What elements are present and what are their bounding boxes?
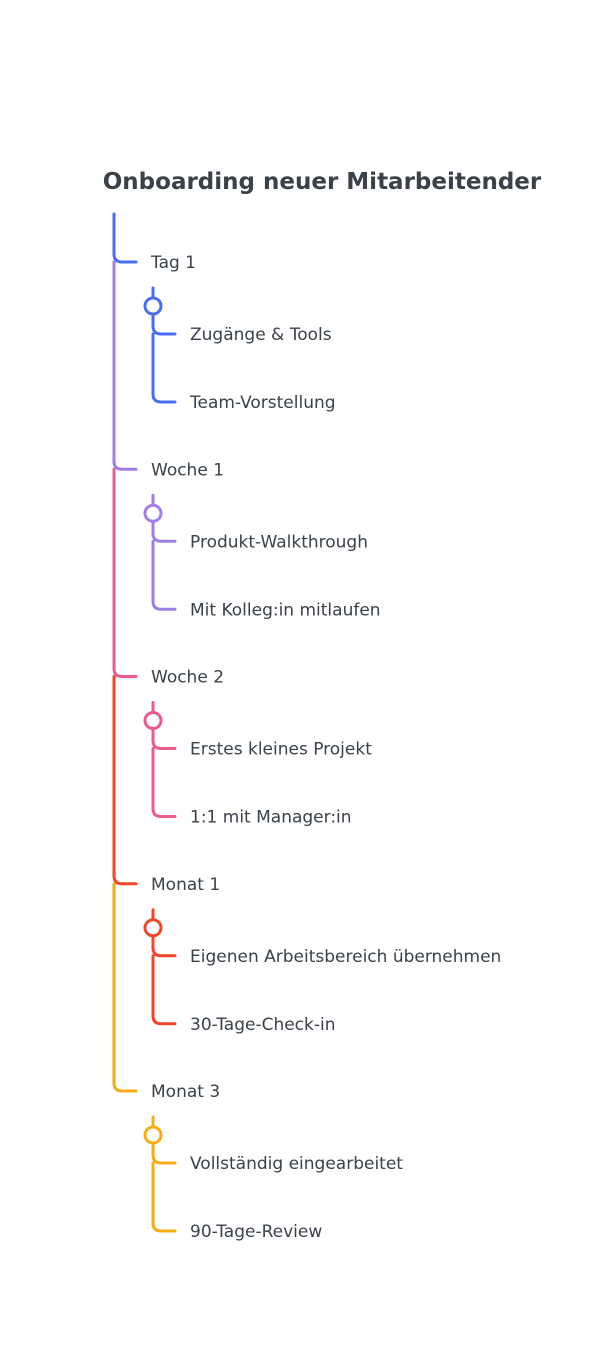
leaf-label: Team-Vorstellung	[189, 393, 336, 413]
branch-node-circle	[143, 918, 163, 938]
leaf-label: Produkt-Walkthrough	[190, 532, 368, 552]
connector-lines	[112, 212, 177, 1233]
branch-node-circle	[143, 711, 163, 730]
branch-node-circle	[143, 1125, 163, 1145]
branch-label: Woche 1	[151, 460, 224, 480]
branch-label: Monat 3	[151, 1082, 220, 1102]
leaf-label: 90-Tage-Review	[190, 1222, 322, 1242]
branch-5	[112, 882, 177, 1233]
leaf-label: Zugänge & Tools	[190, 325, 332, 345]
branch-label: Woche 2	[151, 668, 224, 688]
branch-1	[112, 212, 177, 404]
trunk-connector	[112, 467, 138, 678]
trunk-connector	[112, 260, 138, 471]
leaf-connector	[151, 332, 177, 404]
leaf-label: Erstes kleines Projekt	[190, 740, 372, 760]
trunk-connector	[112, 212, 138, 264]
leaf-connector	[151, 747, 177, 818]
leaf-connector	[151, 539, 177, 611]
branch-label: Tag 1	[150, 253, 196, 273]
leaf-connector	[151, 719, 177, 750]
leaf-label: Vollständig eingearbeitet	[190, 1154, 403, 1174]
trunk-connector	[112, 882, 138, 1093]
trunk-connector	[112, 675, 138, 886]
leaf-connector	[151, 926, 177, 958]
leaf-connector	[151, 304, 177, 336]
leaf-connector	[151, 954, 177, 1026]
leaf-connector	[151, 511, 177, 543]
branch-4	[112, 675, 177, 1026]
branch-node-circle	[143, 503, 163, 523]
leaf-label: Mit Kolleg:in mitlaufen	[190, 600, 381, 620]
branch-node-circle	[143, 296, 163, 316]
node-labels: Tag 1 Zugänge & ToolsTeam-VorstellungWoch…	[150, 253, 501, 1242]
leaf-label: 1:1 mit Manager:in	[190, 808, 352, 828]
leaf-label: 30-Tage-Check-in	[190, 1015, 336, 1035]
leaf-connector	[151, 1133, 177, 1165]
diagram-title: Onboarding neuer Mitarbeitender	[103, 169, 542, 195]
leaf-label: Eigenen Arbeitsbereich übernehmen	[190, 947, 501, 967]
branch-2	[112, 260, 177, 611]
leaf-connector	[151, 1161, 177, 1233]
branch-label: Monat 1	[151, 875, 220, 895]
branch-3	[112, 467, 177, 818]
